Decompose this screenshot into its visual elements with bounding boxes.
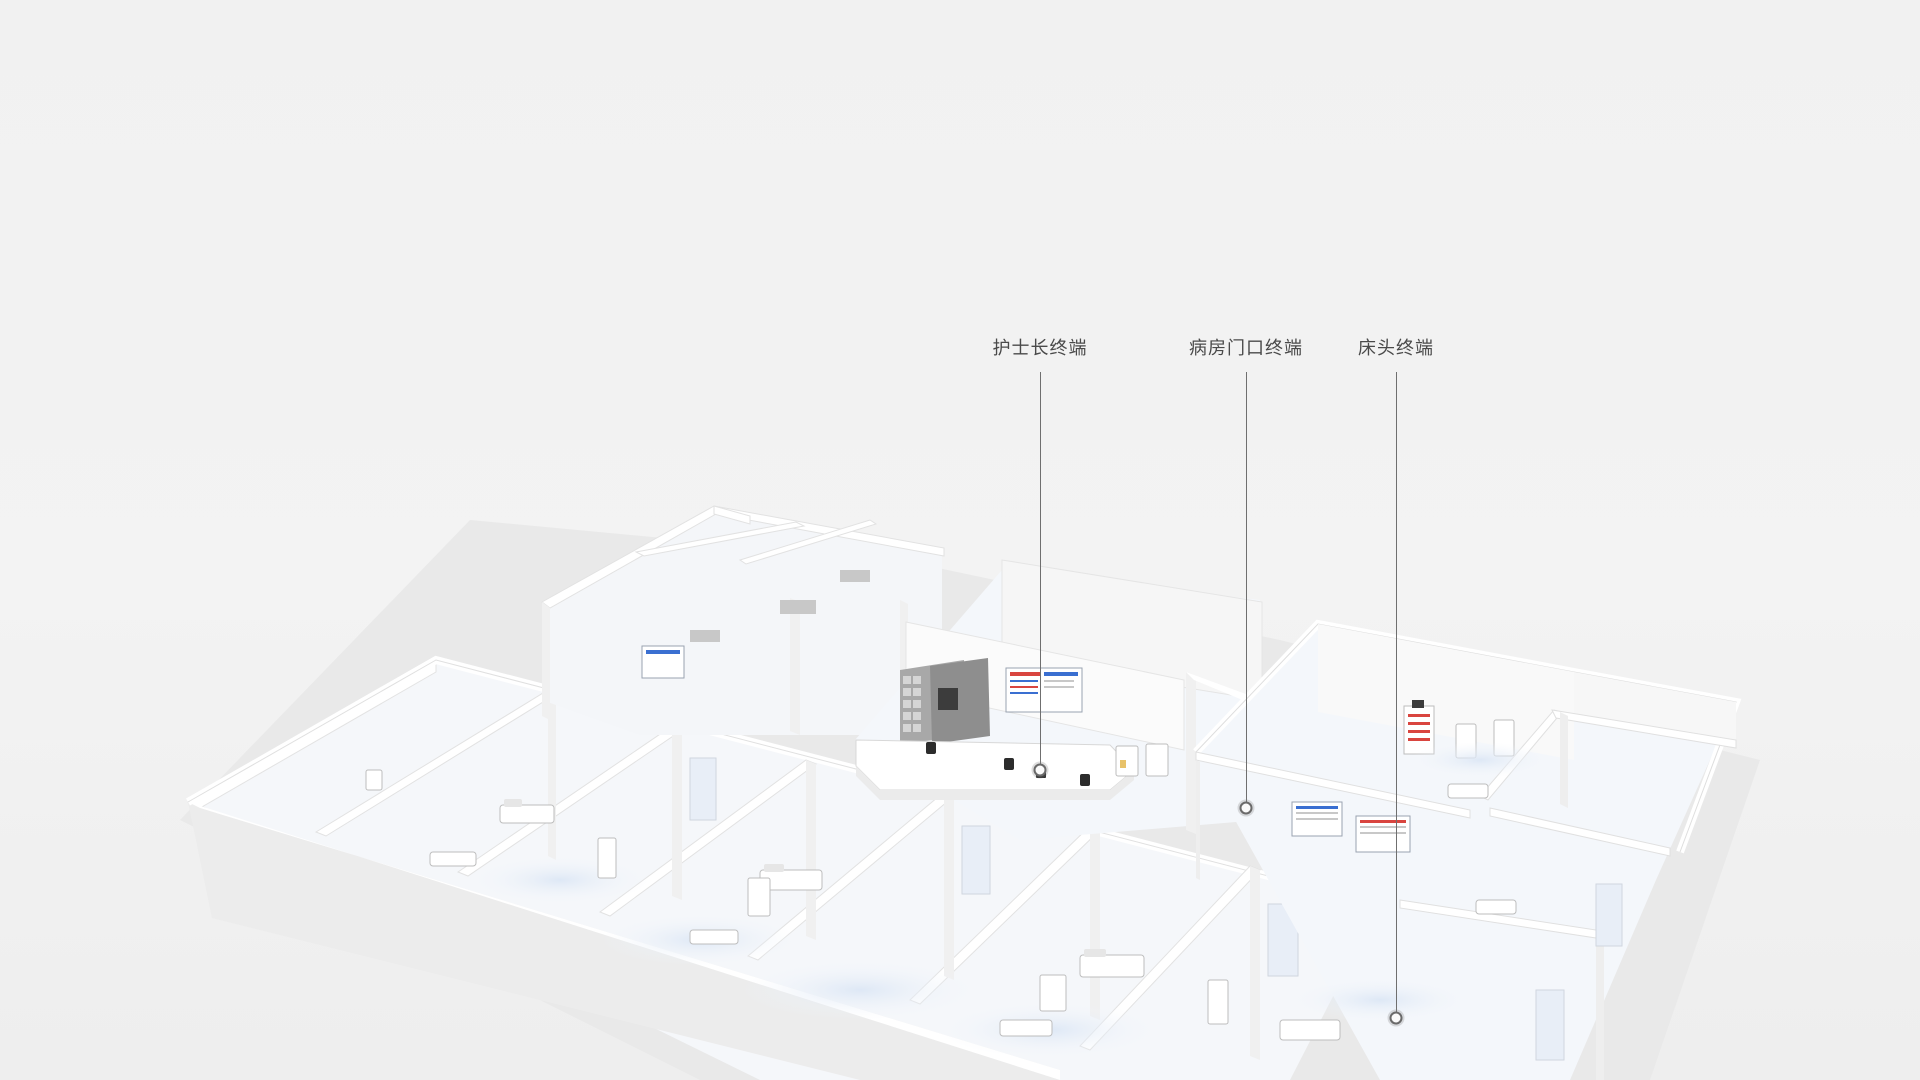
terminal-marker-icon[interactable]: [1033, 763, 1047, 777]
callout-label-head-nurse-terminal: 护士长终端: [992, 338, 1088, 358]
nurse-station-counter: [855, 739, 1135, 791]
info-screen-icon: [1005, 667, 1083, 713]
equipment-carts: [1403, 700, 1435, 755]
partition-walls: [314, 689, 1261, 1051]
terminal-marker-icon[interactable]: [1239, 801, 1253, 815]
callout-line-head-nurse-terminal: [1040, 372, 1041, 770]
callout-label-ward-door-terminal: 病房门口终端: [1189, 338, 1303, 358]
medicine-cabinet-icon: [900, 658, 990, 744]
doors: [689, 757, 1299, 977]
callout-line-bedside-terminal: [1396, 372, 1397, 1018]
vent-grid: [690, 570, 870, 642]
callout-line-ward-door-terminal: [1246, 372, 1247, 808]
terminal-marker-icon[interactable]: [1389, 1011, 1403, 1025]
info-screen-icon: [641, 645, 685, 679]
info-screen-icon: [1291, 801, 1411, 853]
callout-label-bedside-terminal: 床头终端: [1358, 338, 1434, 358]
chairs: [926, 742, 1090, 786]
